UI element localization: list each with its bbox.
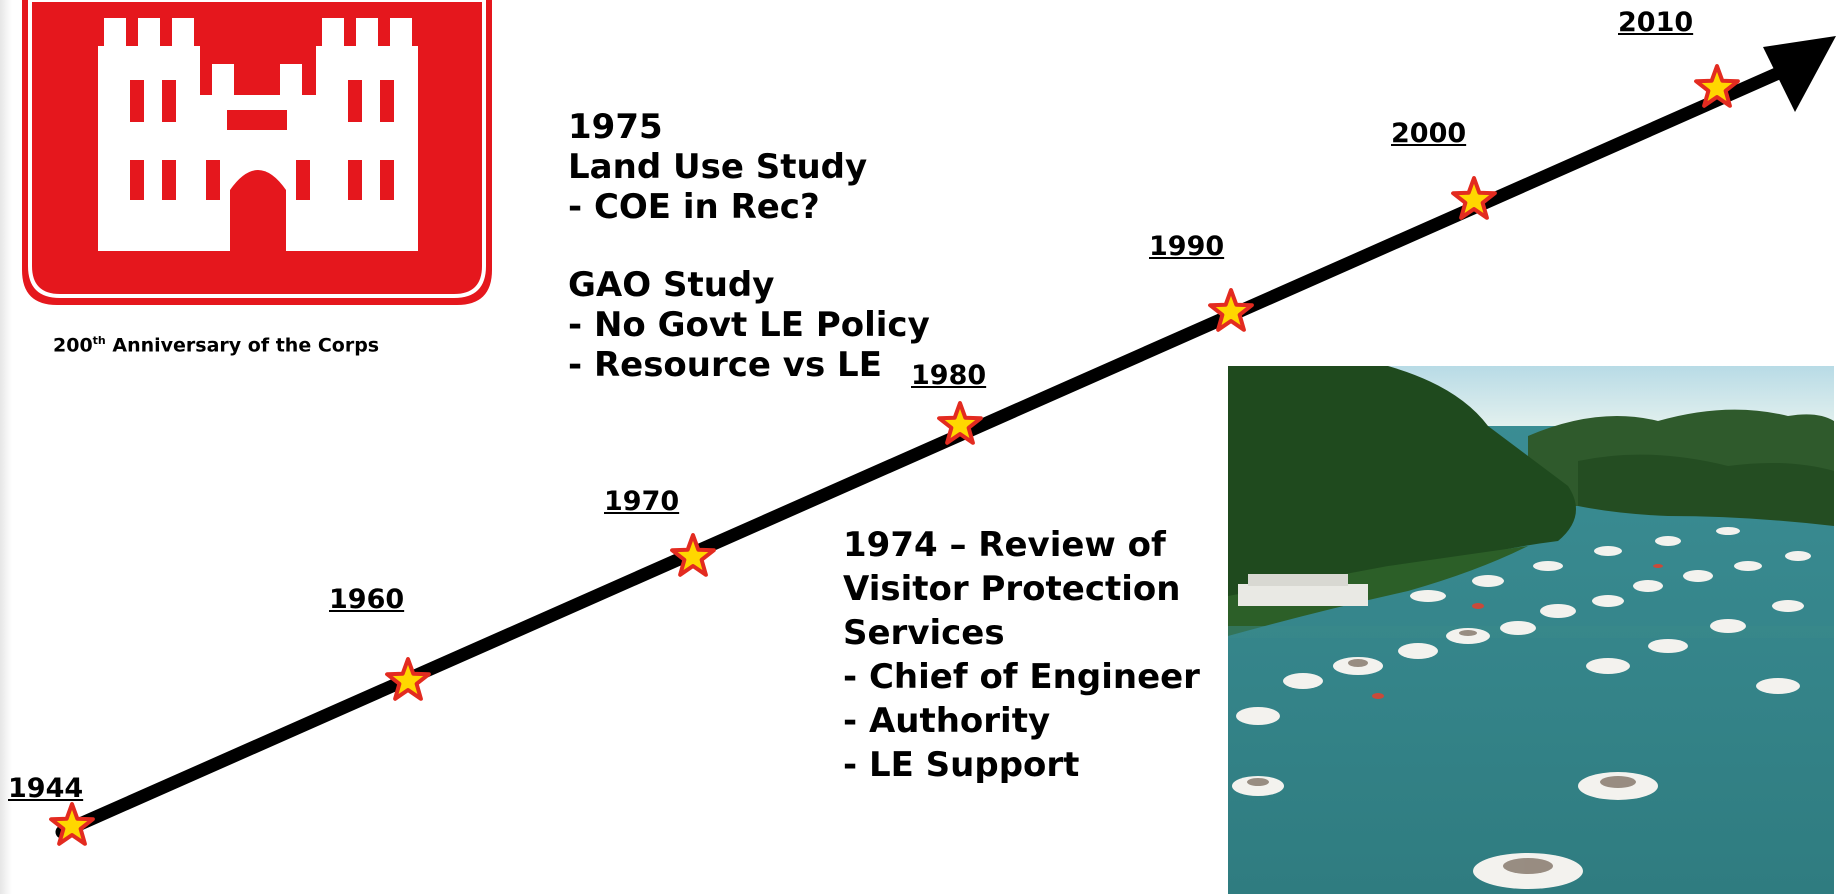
year-label-1960: 1960 [329, 584, 405, 615]
note-1974-line: 1974 – Review of [843, 525, 1166, 565]
timeline-star-1944 [49, 802, 95, 846]
lake-boats-photo [1228, 366, 1834, 894]
left-edge-strip [0, 0, 12, 894]
timeline-star-1960 [385, 657, 431, 701]
note-1974-line: Services [843, 613, 1005, 653]
year-label-1970: 1970 [604, 486, 680, 517]
timeline-star-1970 [670, 533, 716, 577]
note-gao: GAO Study - No Govt LE Policy - Resource… [568, 265, 930, 385]
logo-caption: 200th Anniversary of the Corps [53, 334, 453, 356]
note-1975-year: 1975 [568, 107, 663, 147]
timeline-arrow-shaft [55, 53, 1815, 839]
castle-logo [22, 0, 492, 305]
note-1975-title: Land Use Study [568, 147, 868, 187]
year-label-2000: 2000 [1391, 118, 1467, 149]
note-1975-item: - COE in Rec? [568, 187, 820, 227]
note-gao-item: - No Govt LE Policy [568, 305, 930, 345]
note-1974-line: Visitor Protection [843, 569, 1181, 609]
caption-superscript: th [92, 334, 106, 347]
note-1974-line: - Chief of Engineer [843, 657, 1200, 697]
timeline-star-2010 [1694, 64, 1740, 108]
caption-suffix: Anniversary of the Corps [105, 334, 380, 357]
timeline-arrowhead [1763, 36, 1836, 112]
timeline-stars [49, 64, 1740, 846]
year-label-1990: 1990 [1149, 231, 1225, 262]
timeline-star-2000 [1451, 176, 1497, 220]
timeline-star-1980 [937, 401, 983, 445]
caption-prefix: 200 [53, 334, 93, 357]
note-gao-title: GAO Study [568, 265, 775, 305]
year-label-1980: 1980 [911, 360, 987, 391]
note-1974: 1974 – Review of Visitor Protection Serv… [843, 523, 1200, 787]
year-label-1944: 1944 [8, 773, 84, 804]
year-label-2010: 2010 [1618, 7, 1694, 38]
note-1974-line: - Authority [843, 701, 1051, 741]
timeline-star-1990 [1208, 288, 1254, 332]
note-1974-line: - LE Support [843, 745, 1080, 785]
note-gao-item: - Resource vs LE [568, 345, 882, 385]
note-1975: 1975 Land Use Study - COE in Rec? [568, 107, 867, 227]
